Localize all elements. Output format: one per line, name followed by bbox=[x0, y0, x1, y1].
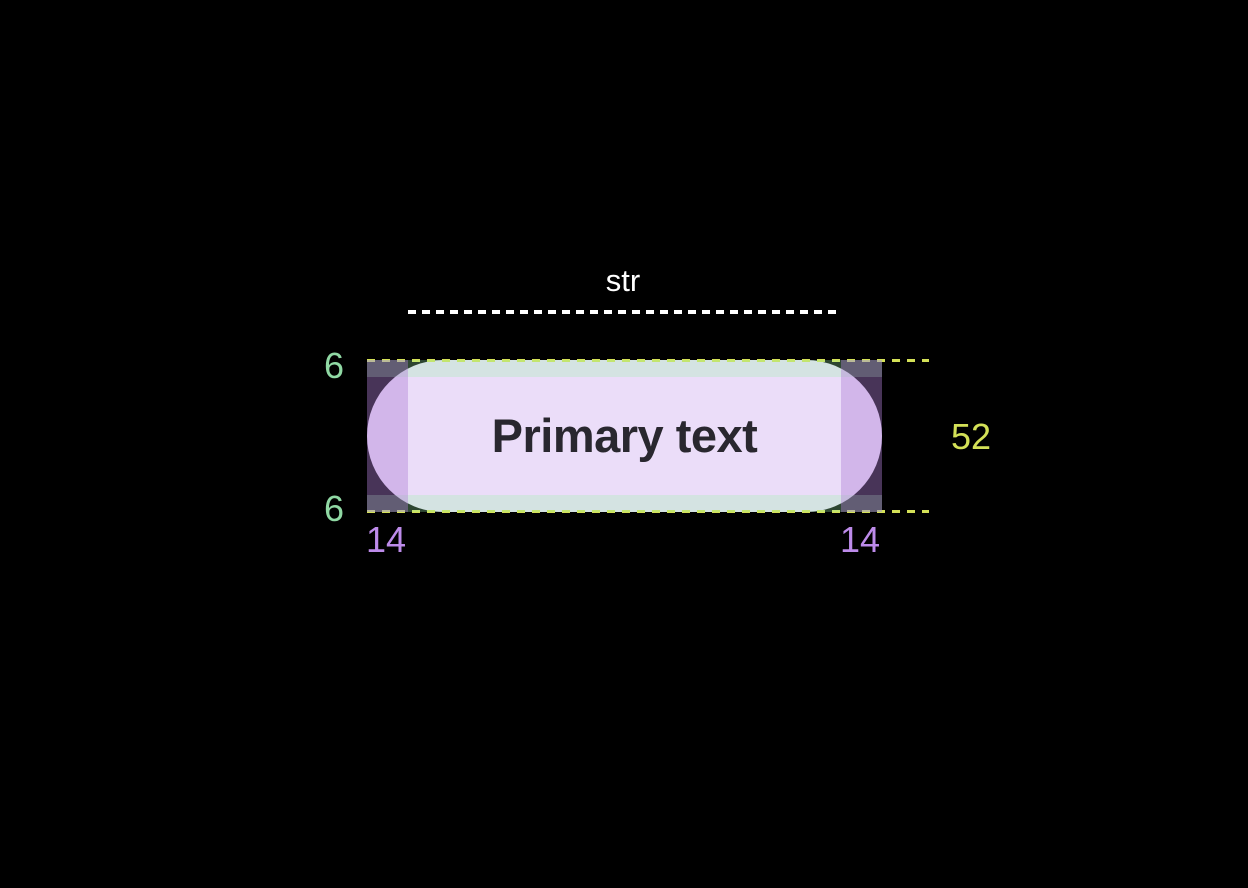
height-top-dotted-line bbox=[367, 359, 929, 362]
padding-top-value: 6 bbox=[323, 345, 344, 386]
height-bottom-dotted-line bbox=[367, 510, 929, 513]
padding-bottom-value: 6 bbox=[323, 488, 344, 529]
width-extent-dotted-line bbox=[408, 310, 838, 314]
height-value: 52 bbox=[951, 416, 992, 457]
padding-right-value: 14 bbox=[840, 519, 881, 560]
primary-button-label: Primary text bbox=[491, 408, 758, 462]
padding-left-value: 14 bbox=[366, 519, 407, 560]
primary-button[interactable]: Primary text bbox=[367, 360, 882, 512]
width-annotation-label: str bbox=[605, 263, 641, 298]
